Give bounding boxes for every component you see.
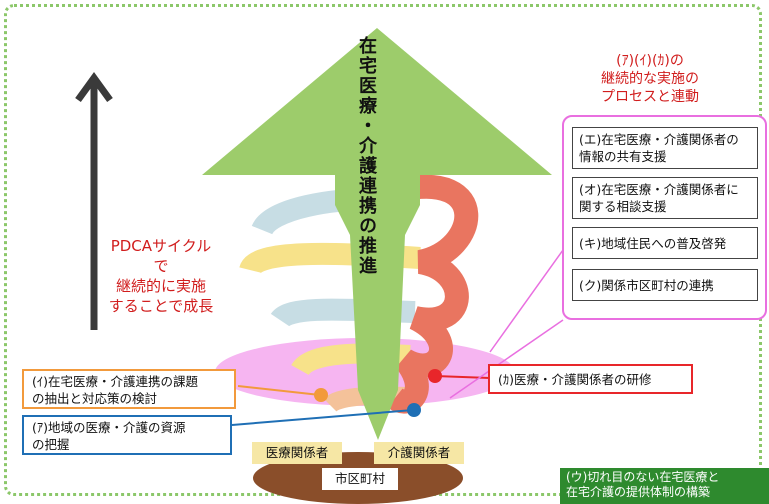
box-ka-training: (ｶ)医療・介護関係者の研修	[488, 364, 693, 394]
center-arrow-title: 在宅医療・介護連携の推進	[356, 36, 377, 276]
label-care: 介護関係者	[374, 442, 464, 464]
pdca-text: PDCAサイクルで 継続的に実施 することで成長	[108, 237, 214, 315]
connector-orange	[237, 385, 321, 396]
green-arrow	[202, 28, 552, 440]
connector-red	[434, 375, 491, 379]
dot-orange	[314, 388, 328, 402]
box-i-issues: (ｲ)在宅医療・介護連携の課題 の抽出と対応策の検討	[22, 369, 236, 409]
right-panel: (エ)在宅医療・介護関係者の 情報の共有支援 (オ)在宅医療・介護関係者に 関す…	[562, 115, 767, 320]
panel-item-ku: (ク)関係市区町村の連携	[572, 269, 758, 301]
label-medical: 医療関係者	[252, 442, 342, 464]
connector-pink-top	[489, 249, 564, 353]
panel-item-o: (オ)在宅医療・介護関係者に 関する相談支援	[572, 177, 758, 219]
box-a-resources: (ｱ)地域の医療・介護の資源 の把握	[22, 415, 232, 455]
panel-item-ki: (キ)地域住民への普及啓発	[572, 227, 758, 259]
footer-box: (ウ)切れ目のない在宅医療と 在宅介護の提供体制の構築	[560, 468, 769, 504]
panel-item-e: (エ)在宅医療・介護関係者の 情報の共有支援	[572, 127, 758, 169]
pdca-arrow-head	[75, 72, 113, 103]
dot-blue	[407, 403, 421, 417]
process-header: (ｱ)(ｲ)(ｶ)の 継続的な実施の プロセスと連動	[601, 53, 699, 105]
connector-blue	[231, 409, 414, 426]
dot-red	[428, 369, 442, 383]
connector-pink-bottom	[449, 319, 564, 399]
label-city: 市区町村	[322, 468, 398, 490]
